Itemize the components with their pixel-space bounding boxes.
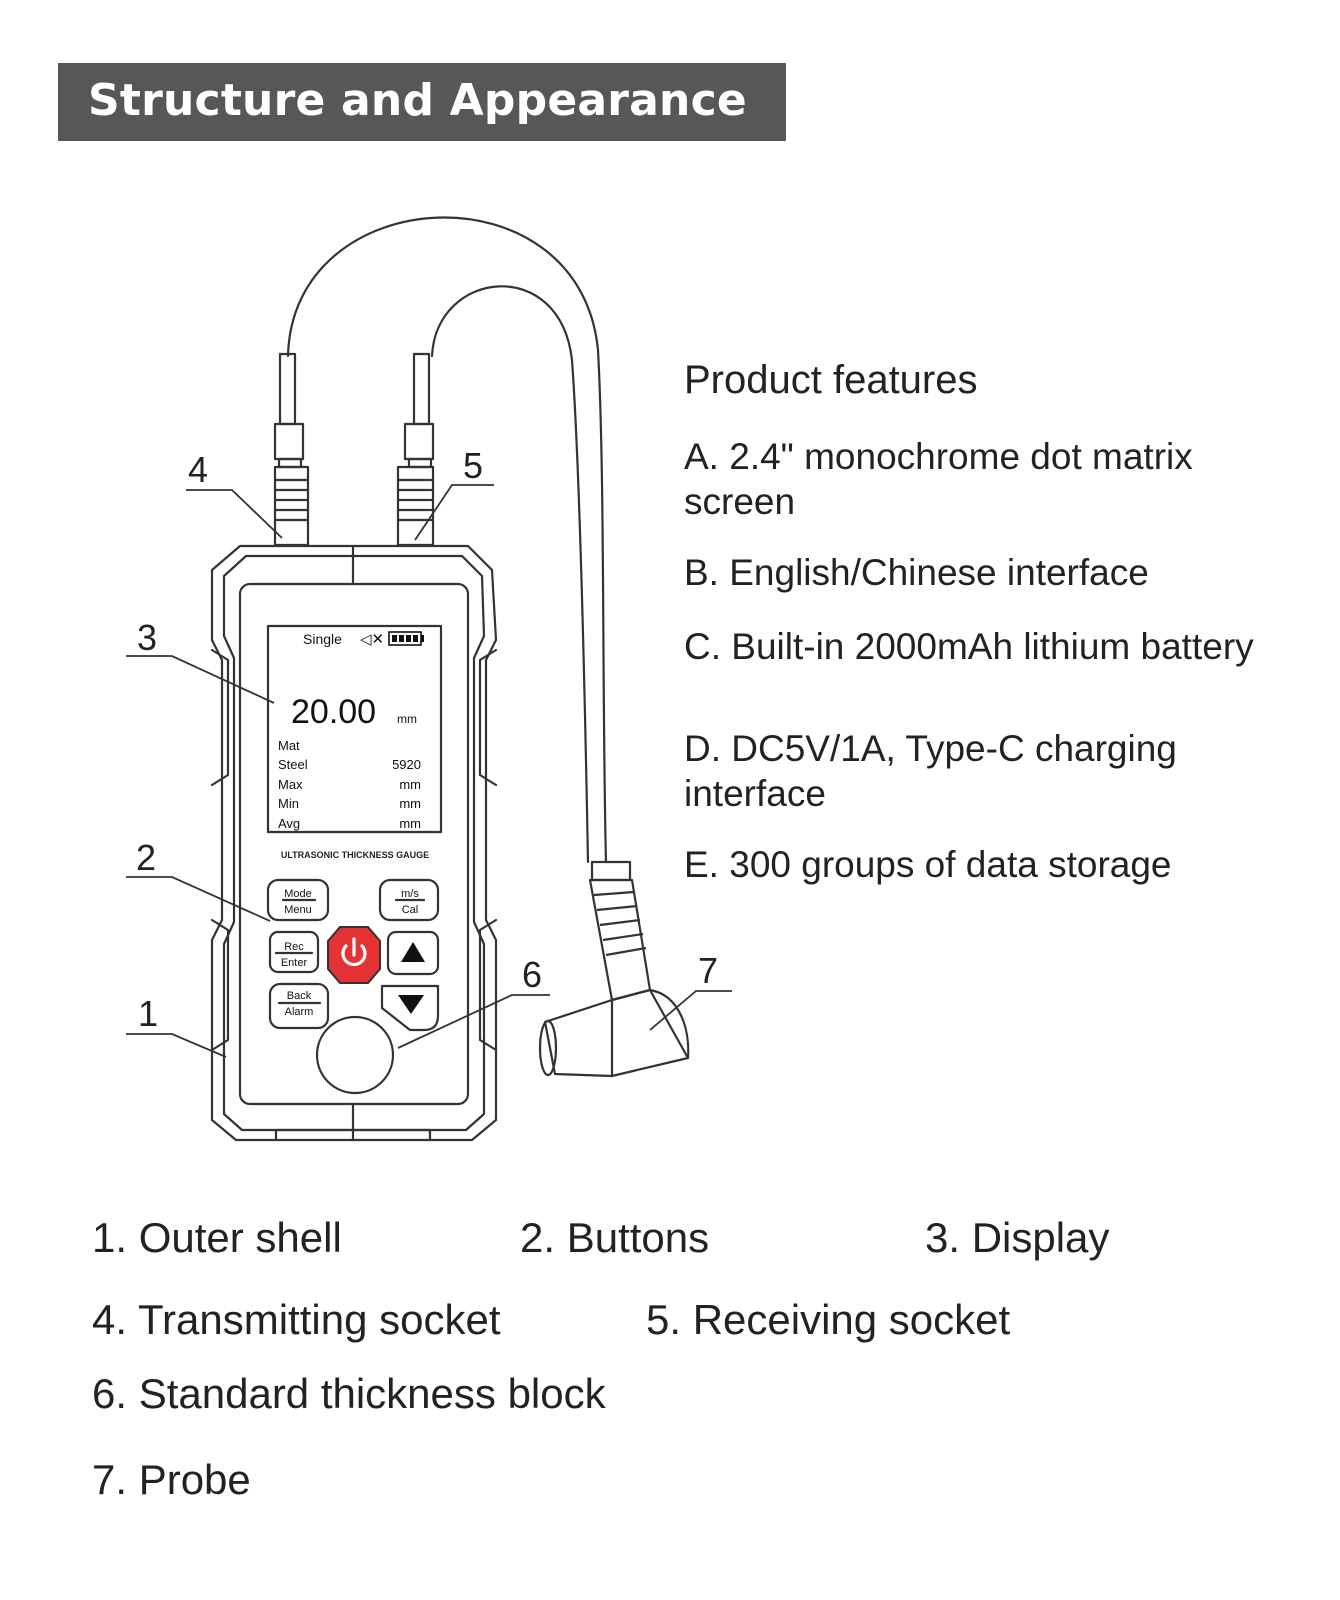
mode-menu-button[interactable] bbox=[266, 878, 330, 922]
alarm-label: Alarm bbox=[285, 1006, 314, 1018]
mode-label: Mode bbox=[284, 888, 312, 900]
back-label: Back bbox=[287, 990, 312, 1002]
legend-item: 3. Display bbox=[925, 1214, 1110, 1261]
up-button[interactable] bbox=[386, 930, 440, 976]
screen-row-label: Mat bbox=[278, 738, 300, 753]
up-arrow-icon bbox=[401, 942, 425, 962]
feature-item: D. DC5V/1A, Type-C charging interface bbox=[684, 728, 1177, 814]
feature-item: C. Built-in 2000mAh lithium battery bbox=[684, 626, 1254, 667]
callout-lines bbox=[126, 484, 732, 1058]
legend-item: 5. Receiving socket bbox=[646, 1296, 1011, 1343]
power-button[interactable] bbox=[327, 926, 381, 984]
title-banner: Structure and Appearance bbox=[58, 63, 786, 141]
down-arrow-icon bbox=[398, 995, 424, 1014]
screen-row-label: Steel bbox=[278, 757, 308, 772]
legend-item: 6. Standard thickness block bbox=[92, 1370, 606, 1417]
rec-enter-button[interactable] bbox=[268, 930, 320, 974]
callout-6: 6 bbox=[522, 954, 542, 995]
screen-row-value: mm bbox=[399, 777, 421, 792]
outer-shell bbox=[210, 544, 498, 1142]
ms-label: m/s bbox=[401, 888, 419, 900]
callout-5: 5 bbox=[463, 445, 483, 486]
legend-item: 1. Outer shell bbox=[92, 1214, 342, 1261]
product-label: ULTRASONIC THICKNESS GAUGE bbox=[281, 850, 429, 860]
feature-item: E. 300 groups of data storage bbox=[684, 844, 1172, 885]
probe-cable bbox=[286, 216, 608, 864]
back-alarm-button[interactable] bbox=[268, 982, 330, 1030]
down-button[interactable] bbox=[380, 984, 440, 1032]
callout-1: 1 bbox=[138, 993, 158, 1034]
probe bbox=[538, 860, 690, 1078]
callout-2: 2 bbox=[136, 837, 156, 878]
rec-label: Rec bbox=[284, 941, 304, 953]
display bbox=[266, 624, 443, 834]
screen-row-value: 5920 bbox=[392, 757, 421, 772]
page-title: Structure and Appearance bbox=[88, 75, 747, 126]
reading-unit: mm bbox=[397, 712, 417, 726]
transmitting-socket bbox=[273, 352, 310, 547]
battery-icon bbox=[388, 631, 424, 646]
screen-content: Single ◁✕ 20.00 mm Mat Steel 5920 Max mm… bbox=[278, 631, 424, 831]
enter-label: Enter bbox=[281, 957, 308, 969]
speaker-muted-icon: ◁✕ bbox=[360, 631, 384, 648]
cal-label: Cal bbox=[402, 904, 419, 916]
screen-row-label: Avg bbox=[278, 816, 300, 831]
screen-mode: Single bbox=[303, 631, 342, 647]
menu-label: Menu bbox=[284, 904, 312, 916]
screen-row-label: Min bbox=[278, 796, 299, 811]
standard-thickness-block bbox=[315, 1015, 395, 1095]
button-panel bbox=[266, 878, 440, 1095]
legend-item: 2. Buttons bbox=[520, 1214, 710, 1261]
features-heading: Product features bbox=[684, 358, 978, 402]
thickness-reading: 20.00 bbox=[291, 693, 376, 731]
screen-row-label: Max bbox=[278, 777, 303, 792]
legend-item: 4. Transmitting socket bbox=[92, 1296, 501, 1343]
callout-7: 7 bbox=[698, 950, 718, 991]
feature-item: B. English/Chinese interface bbox=[684, 552, 1149, 593]
ms-cal-button[interactable] bbox=[378, 878, 440, 922]
callout-4: 4 bbox=[188, 449, 208, 490]
screen-row-value: mm bbox=[399, 796, 421, 811]
legend-item: 7. Probe bbox=[92, 1456, 251, 1503]
receiving-socket bbox=[396, 352, 435, 547]
screen-row-value: mm bbox=[399, 816, 421, 831]
callout-3: 3 bbox=[137, 617, 157, 658]
feature-item: A. 2.4" monochrome dot matrix screen bbox=[684, 436, 1193, 522]
